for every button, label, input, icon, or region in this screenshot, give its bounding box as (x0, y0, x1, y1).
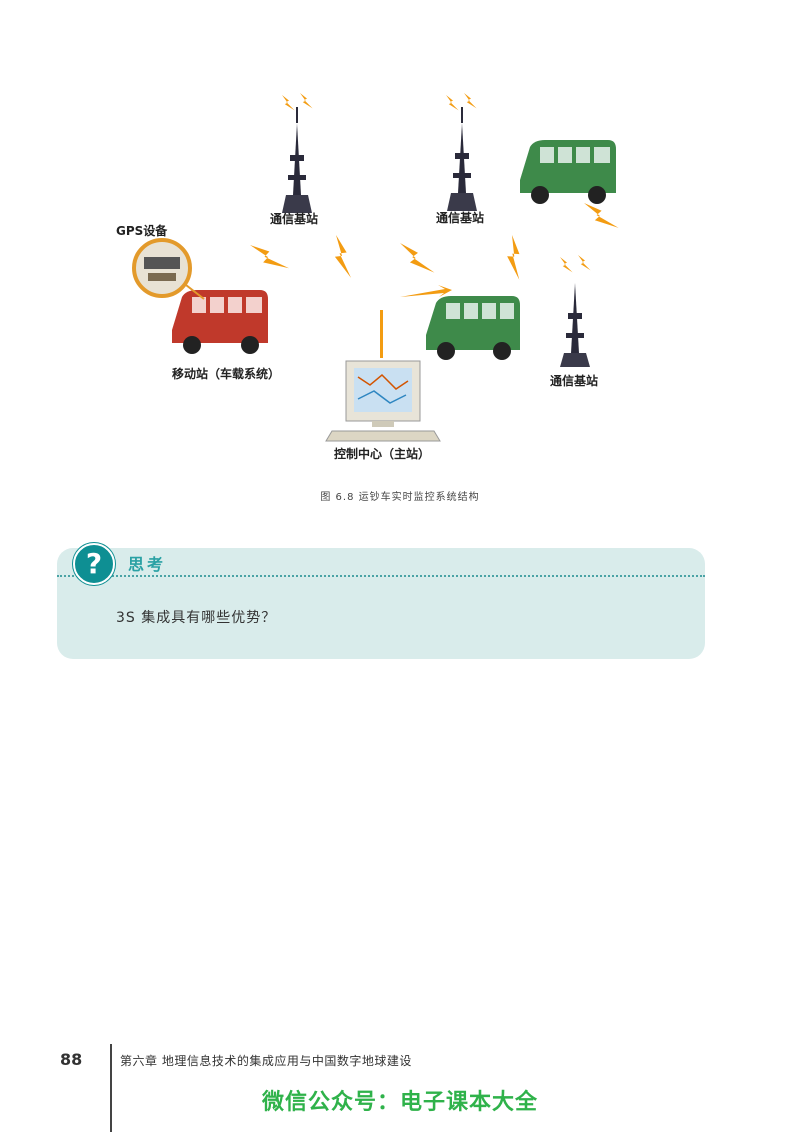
think-question: 3S 集成具有哪些优势？ (116, 610, 277, 626)
figure-diagram: 通信基站 通信基站 通信基站 GPS设备 移动站（车载系统） 控制中心（主站） (100, 85, 660, 475)
think-divider (57, 575, 705, 577)
tower-center-icon (447, 107, 477, 211)
chapter-title: 第六章 地理信息技术的集成应用与中国数字地球建设 (120, 1054, 412, 1068)
figure-caption: 图 6.8 运钞车实时监控系统结构 (320, 492, 480, 503)
label-tower-center: 通信基站 (436, 211, 485, 225)
think-title: 思考 (128, 555, 167, 574)
page-rule (110, 1044, 112, 1132)
think-box (57, 548, 705, 659)
diagram-svg (132, 93, 619, 442)
computer-icon (325, 360, 441, 442)
green-van-top-icon (520, 140, 616, 204)
label-tower-right: 通信基站 (550, 374, 599, 388)
signal-link-icons (250, 196, 619, 358)
red-van-icon (172, 290, 268, 354)
tower-right-icon (560, 283, 590, 367)
label-mobile-station: 移动站（车载系统） (172, 367, 281, 381)
label-gps-device: GPS设备 (116, 224, 168, 238)
label-control-center: 控制中心（主站） (334, 447, 431, 461)
label-tower-left: 通信基站 (270, 212, 319, 226)
signal-tower-right-icon (560, 255, 591, 273)
question-mark-icon: ? (73, 543, 115, 585)
watermark: 微信公众号：电子课本大全 (261, 1090, 538, 1115)
page-number: 88 (60, 1050, 83, 1069)
tower-left-icon (282, 107, 312, 213)
gps-device-icon (132, 238, 205, 300)
green-van-center-icon (426, 296, 520, 360)
